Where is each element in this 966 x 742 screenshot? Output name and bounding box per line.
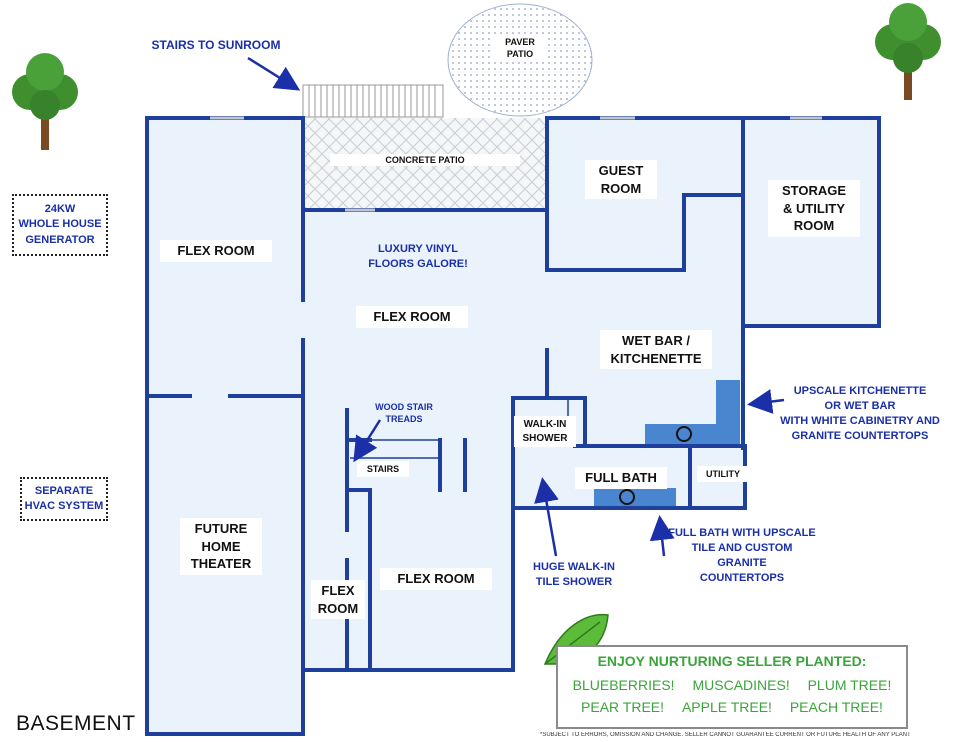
- arrow-icon: [649, 515, 675, 557]
- generator-line3: GENERATOR: [25, 233, 95, 246]
- flex-room-bottom-label: FLEX ROOM: [380, 568, 492, 590]
- generator-line1: 24KW: [44, 203, 76, 215]
- flex-small-line1: FLEX: [321, 583, 355, 598]
- paver-line1: PAVER: [505, 37, 535, 47]
- sunroom-stairs: [302, 84, 444, 118]
- guest-room-label: GUEST ROOM: [585, 160, 657, 200]
- paver-line2: PATIO: [506, 49, 534, 60]
- tree-icon: [12, 53, 78, 150]
- flex-room-small-label: FLEX ROOM: [311, 580, 365, 620]
- wetbar-line1: WET BAR /: [622, 333, 690, 348]
- storage-line1: STORAGE: [781, 183, 847, 198]
- wetbar-label: WET BAR / KITCHENETTE: [600, 330, 712, 370]
- theater-line2: HOME: [201, 538, 241, 554]
- lvp-line2: FLOORS GALORE!: [368, 257, 468, 270]
- walkin-line1: WALK-IN: [523, 419, 567, 430]
- plant-item: PEAR TREE!: [581, 699, 665, 715]
- guest-line1: GUEST: [598, 163, 644, 178]
- arrow-icon: [534, 477, 559, 557]
- lvp-line1: LUXURY VINYL: [377, 243, 459, 255]
- hvac-line2: HVAC SYSTEM: [24, 500, 104, 513]
- flex-small-line2: ROOM: [317, 600, 359, 616]
- plant-item: APPLE TREE!: [681, 699, 772, 715]
- arrow-icon: [247, 56, 301, 91]
- plants-panel: ENJOY NURTURING SELLER PLANTED: BLUEBERR…: [556, 645, 908, 729]
- wood-stair-note: WOOD STAIR TREADS: [364, 401, 444, 425]
- plants-row-2: PEAR TREE! APPLE TREE! PEACH TREE!: [558, 699, 906, 715]
- tree-icon: [875, 3, 941, 100]
- flex-room-center-label: FLEX ROOM: [356, 306, 468, 328]
- guest-line2: ROOM: [600, 180, 642, 196]
- arrow-icon: [353, 419, 382, 463]
- wetbar-line2: KITCHENETTE: [610, 350, 702, 366]
- shower-line1: HUGE WALK-IN: [533, 561, 615, 573]
- stairs-label: STAIRS: [357, 461, 409, 478]
- utility-label: UTILITY: [697, 466, 749, 483]
- kitchenette-cabinet: [645, 380, 740, 444]
- hvac-line1: SEPARATE: [34, 485, 94, 497]
- wood-line2: TREADS: [385, 414, 423, 425]
- theater-label: FUTURE HOME THEATER: [180, 518, 262, 575]
- bath-note: FULL BATH WITH UPSCALE TILE AND CUSTOM G…: [667, 526, 817, 585]
- bath-line4: COUNTERTOPS: [699, 571, 785, 584]
- wood-line1: WOOD STAIR: [375, 402, 433, 412]
- storage-line3: ROOM: [793, 218, 835, 234]
- bath-line2: TILE AND CUSTOM: [691, 541, 793, 554]
- plant-item: MUSCADINES!: [692, 677, 790, 693]
- generator-line2: WHOLE HOUSE: [18, 218, 102, 231]
- storage-line2: & UTILITY: [782, 200, 846, 216]
- kitchenette-line2: OR WET BAR: [824, 399, 896, 412]
- plants-row-1: BLUEBERRIES! MUSCADINES! PLUM TREE!: [558, 677, 906, 693]
- theater-line3: THEATER: [190, 556, 252, 572]
- hvac-box: SEPARATE HVAC SYSTEM: [20, 477, 108, 521]
- lvp-note: LUXURY VINYL FLOORS GALORE!: [348, 242, 488, 272]
- arrow-icon: [747, 389, 785, 414]
- shower-note: HUGE WALK-IN TILE SHOWER: [522, 560, 626, 590]
- plants-heading: ENJOY NURTURING SELLER PLANTED:: [597, 653, 867, 669]
- bath-line3: GRANITE: [717, 556, 767, 569]
- theater-line1: FUTURE: [194, 521, 248, 536]
- storage-room-label: STORAGE & UTILITY ROOM: [768, 180, 860, 237]
- walkin-shower-label: WALK-IN SHOWER: [514, 416, 576, 447]
- bath-line1: FULL BATH WITH UPSCALE: [668, 527, 816, 539]
- walkin-line2: SHOWER: [522, 432, 568, 444]
- kitchenette-line4: GRANITE COUNTERTOPS: [791, 429, 929, 442]
- flex-room-left-label: FLEX ROOM: [160, 240, 272, 262]
- plant-item: PEACH TREE!: [789, 699, 883, 715]
- plant-item: BLUEBERRIES!: [572, 677, 675, 693]
- stairs-sunroom-note: STAIRS TO SUNROOM: [151, 38, 281, 52]
- kitchenette-line3: WITH WHITE CABINETRY AND: [780, 414, 940, 427]
- full-bath-label: FULL BATH: [575, 467, 667, 489]
- kitchenette-line1: UPSCALE KITCHENETTE: [793, 385, 927, 397]
- concrete-patio-label: CONCRETE PATIO: [330, 154, 520, 167]
- sink-icon: [619, 489, 635, 505]
- shower-line2: TILE SHOWER: [535, 575, 613, 588]
- plant-item: PLUM TREE!: [807, 677, 892, 693]
- sink-icon: [676, 426, 692, 442]
- kitchenette-note: UPSCALE KITCHENETTE OR WET BAR WITH WHIT…: [776, 384, 944, 443]
- disclaimer: *SUBJECT TO ERRORS, OMISSION AND CHANGE.…: [540, 732, 911, 738]
- paver-patio-label: PAVER PATIO: [494, 36, 546, 61]
- window-marks: [210, 116, 822, 212]
- generator-box: 24KW WHOLE HOUSE GENERATOR: [12, 194, 108, 256]
- page-title: BASEMENT: [16, 712, 136, 735]
